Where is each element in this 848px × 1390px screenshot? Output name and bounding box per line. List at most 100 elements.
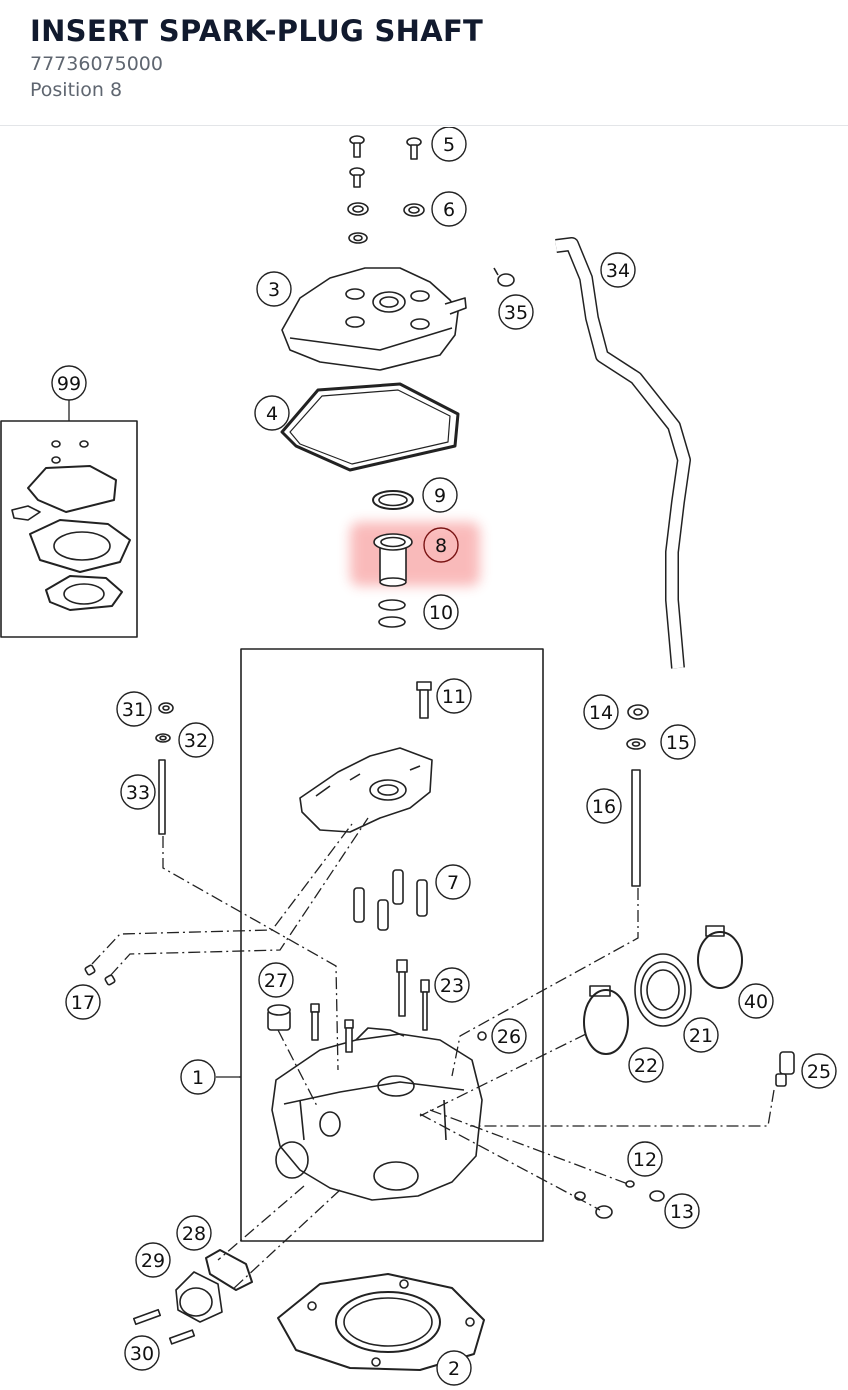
callout-label: 13 (670, 1201, 694, 1223)
callout-2[interactable] (436, 1350, 472, 1386)
callout-35[interactable] (498, 294, 534, 330)
callout-3[interactable] (256, 271, 292, 307)
callout-25[interactable] (801, 1053, 837, 1089)
callout-21[interactable] (683, 1017, 719, 1053)
plugs-17[interactable] (84, 964, 116, 986)
stud-33[interactable] (158, 759, 166, 835)
callout-label: 40 (744, 991, 768, 1013)
o-rings-10[interactable] (378, 599, 406, 628)
screw-5b[interactable] (406, 137, 422, 160)
spark-plug-shaft-8[interactable] (373, 533, 413, 587)
callout-34[interactable] (600, 252, 636, 288)
callout-9[interactable] (422, 477, 458, 513)
valve-cover-3[interactable] (281, 267, 467, 371)
callout-29[interactable] (135, 1242, 171, 1278)
screws-30[interactable] (132, 1308, 196, 1345)
washer-32[interactable] (155, 733, 171, 743)
intake-rubber-21[interactable] (634, 953, 692, 1027)
clamp-40[interactable] (697, 925, 743, 989)
callout-4[interactable] (254, 395, 290, 431)
callout-22[interactable] (628, 1047, 664, 1083)
nut-14[interactable] (627, 704, 649, 720)
gasket-4[interactable] (280, 382, 460, 472)
header: INSERT SPARK-PLUG SHAFT 77736075000 Posi… (0, 0, 848, 126)
washer-15[interactable] (626, 738, 646, 750)
callout-label: 27 (264, 970, 288, 992)
callout-label: 26 (497, 1026, 521, 1048)
callout-label: 23 (440, 975, 464, 997)
callout-6[interactable] (431, 191, 467, 227)
hose-34[interactable] (555, 237, 691, 669)
screw-12-13[interactable] (574, 1180, 665, 1219)
head-gasket-2[interactable] (277, 1273, 485, 1371)
callout-label: 1 (192, 1067, 204, 1089)
callout-99[interactable] (51, 365, 87, 401)
callout-label: 30 (130, 1343, 154, 1365)
gasket-kit-contents (11, 440, 131, 611)
callout-14[interactable] (583, 694, 619, 730)
callout-12[interactable] (627, 1141, 663, 1177)
plug-26[interactable] (477, 1031, 487, 1041)
callout-label: 32 (184, 730, 208, 752)
callout-label: 9 (434, 485, 446, 507)
callout-label: 35 (504, 302, 528, 324)
callout-label: 21 (689, 1025, 713, 1047)
callout-17[interactable] (65, 984, 101, 1020)
cylinder-head-group-box (240, 648, 544, 1242)
callout-7[interactable] (435, 864, 471, 900)
callout-30[interactable] (124, 1335, 160, 1371)
callout-label: 22 (634, 1055, 658, 1077)
callout-label: 25 (807, 1061, 831, 1083)
callout-label: 34 (606, 260, 630, 282)
callout-23[interactable] (434, 967, 470, 1003)
callout-10[interactable] (423, 594, 459, 630)
callout-label: 5 (443, 134, 455, 156)
callout-label: 15 (666, 732, 690, 754)
callout-label: 99 (57, 373, 81, 395)
gasket-kit-box-99[interactable] (0, 420, 138, 638)
callout-label: 6 (443, 199, 455, 221)
studs-23[interactable] (310, 959, 430, 1053)
callout-15[interactable] (660, 724, 696, 760)
seal-6[interactable] (347, 202, 425, 244)
callout-13[interactable] (664, 1193, 700, 1229)
callout-label: 7 (447, 872, 459, 894)
callout-26[interactable] (491, 1018, 527, 1054)
valve-guides-7[interactable] (353, 869, 428, 931)
screw-5a[interactable] (349, 135, 365, 158)
intake-flange-28[interactable] (205, 1249, 253, 1291)
callout-8[interactable] (423, 527, 459, 563)
stud-16[interactable] (631, 769, 641, 887)
hose-clip-35[interactable] (493, 267, 515, 287)
callout-label: 14 (589, 702, 613, 724)
ring-9[interactable] (372, 490, 414, 510)
callout-32[interactable] (178, 722, 214, 758)
callout-1[interactable] (180, 1059, 216, 1095)
callout-16[interactable] (586, 788, 622, 824)
intake-adapter-29[interactable] (175, 1271, 223, 1323)
sleeve-27[interactable] (267, 1004, 291, 1031)
callout-label: 16 (592, 796, 616, 818)
clamp-22[interactable] (583, 985, 629, 1055)
screw-5c[interactable] (349, 167, 365, 188)
bolt-11[interactable] (416, 681, 432, 719)
cylinder-head-1[interactable] (271, 1027, 483, 1201)
nut-31[interactable] (158, 702, 174, 714)
temperature-sensor-25[interactable] (775, 1051, 795, 1087)
callout-5[interactable] (431, 127, 467, 162)
callout-27[interactable] (258, 962, 294, 998)
callout-40[interactable] (738, 983, 774, 1019)
callout-31[interactable] (116, 691, 152, 727)
callout-33[interactable] (120, 774, 156, 810)
callout-28[interactable] (176, 1215, 212, 1251)
part-number: 77736075000 (30, 53, 163, 75)
callout-11[interactable] (436, 678, 472, 714)
callout-label: 28 (182, 1223, 206, 1245)
callout-label: 17 (71, 992, 95, 1014)
cam-carrier[interactable] (299, 747, 433, 833)
callout-label: 2 (448, 1358, 460, 1380)
callout-label: 33 (126, 782, 150, 804)
callout-label: 4 (266, 403, 278, 425)
callout-label-highlighted: 8 (435, 535, 447, 557)
callout-label: 31 (122, 699, 146, 721)
